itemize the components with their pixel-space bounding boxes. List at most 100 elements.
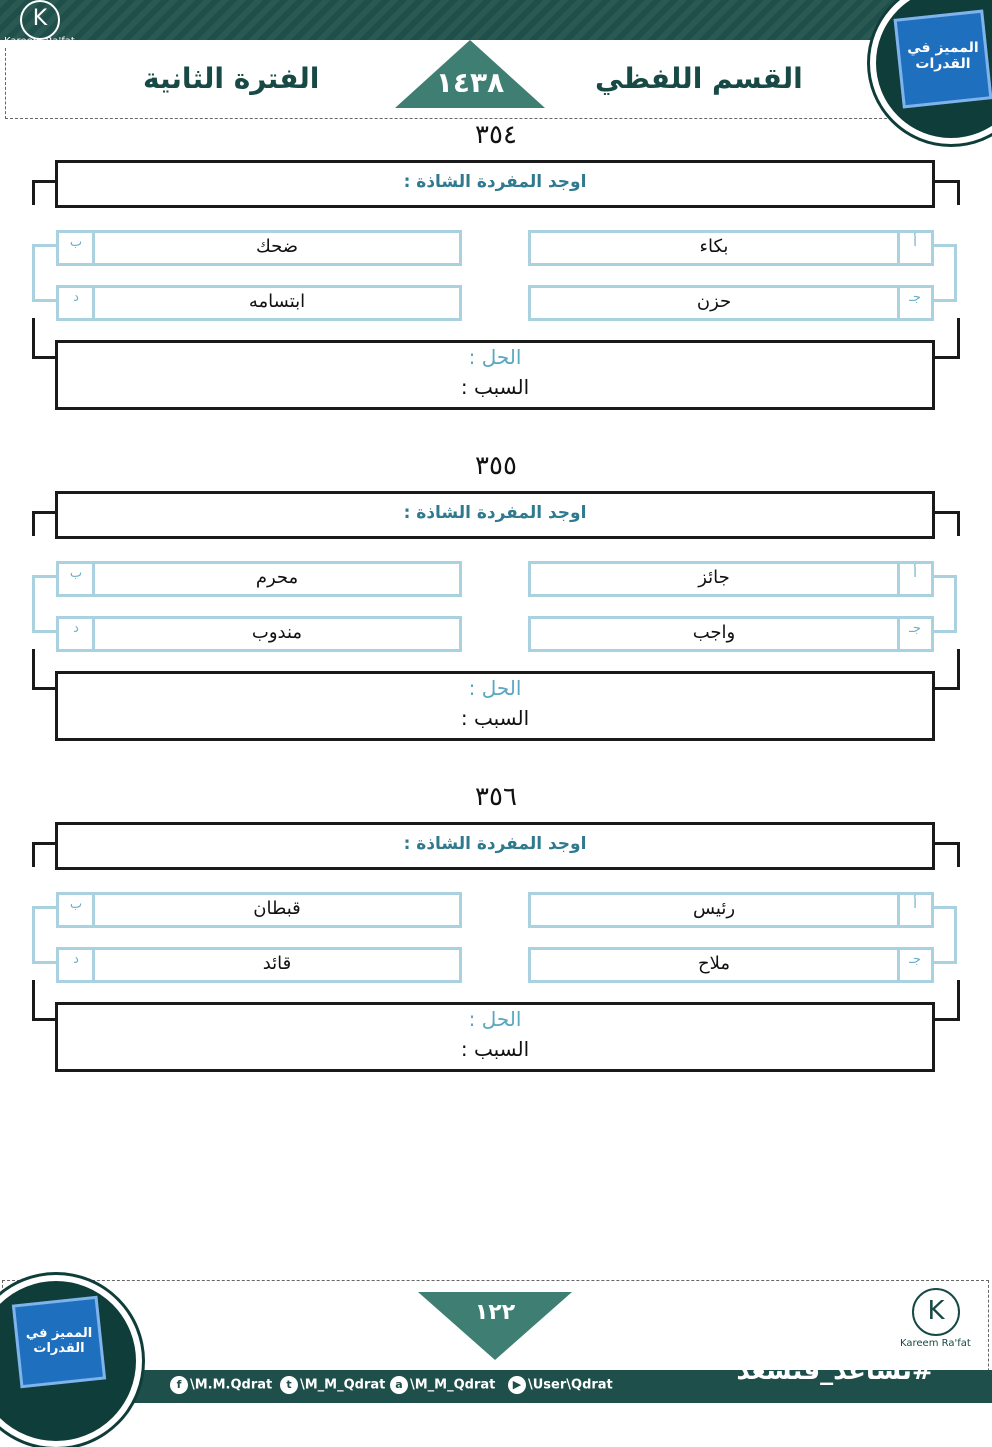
- facebook-link[interactable]: f\M.M.Qdrat: [170, 1376, 272, 1394]
- option-divider: [897, 288, 900, 318]
- option-b-text: قبطان: [253, 898, 301, 919]
- option-b-letter: ب: [69, 566, 83, 581]
- footer-brand-name: Kareem Ra'fat: [900, 1338, 971, 1349]
- question-number: ٣٥٦: [475, 782, 517, 812]
- option-divider: [92, 564, 95, 594]
- question-number: ٣٥٤: [475, 120, 517, 150]
- option-a-text: جائز: [698, 567, 730, 588]
- option-a[interactable]: جائز أ: [528, 561, 934, 597]
- twitter-icon: t: [280, 1376, 298, 1394]
- option-c[interactable]: واجب جـ: [528, 616, 934, 652]
- right-connector: [932, 575, 957, 633]
- hashtag: #نساعد_فنسعد: [736, 1356, 934, 1386]
- option-divider: [897, 564, 900, 594]
- ask-link[interactable]: a\M_M_Qdrat: [390, 1376, 495, 1394]
- right-connector: [932, 906, 957, 964]
- reason-label: السبب :: [460, 1037, 530, 1061]
- option-c-text: حزن: [696, 291, 732, 312]
- brand-name: Kareem Ra'fat: [4, 36, 75, 47]
- option-divider: [897, 233, 900, 263]
- solution-label: الحل :: [468, 676, 522, 700]
- footer-band: [0, 1370, 992, 1403]
- section-title: القسم اللفظي: [595, 62, 803, 95]
- option-divider: [92, 288, 95, 318]
- option-divider: [92, 895, 95, 925]
- year-triangle: [395, 40, 545, 108]
- logo-text: المميز في القدرات: [907, 40, 979, 72]
- option-d-text: مندوب: [251, 622, 303, 643]
- question-prompt: اوجد المفردة الشاذة :: [403, 172, 587, 192]
- option-b-letter: ب: [69, 235, 83, 250]
- footer-logo-text: المميز في القدرات: [25, 1326, 93, 1356]
- option-a-letter: أ: [913, 566, 917, 581]
- footer-brand-k-icon: K: [912, 1288, 960, 1336]
- option-a-letter: أ: [913, 235, 917, 250]
- page-number-triangle: [418, 1292, 572, 1360]
- option-b[interactable]: ب قبطان: [56, 892, 462, 928]
- left-connector: [32, 244, 57, 302]
- option-d-letter: د: [73, 290, 79, 305]
- option-d-text: ابتسامه: [248, 291, 306, 312]
- question-prompt: اوجد المفردة الشاذة :: [403, 834, 587, 854]
- brand-k-icon: K: [20, 0, 60, 40]
- question-number: ٣٥٥: [475, 451, 517, 481]
- option-a[interactable]: بكاء أ: [528, 230, 934, 266]
- option-c-letter: جـ: [909, 290, 921, 305]
- option-d-text: قائد: [262, 953, 292, 974]
- twitter-link[interactable]: t\M_M_Qdrat: [280, 1376, 385, 1394]
- option-d-letter: د: [73, 621, 79, 636]
- option-d[interactable]: د قائد: [56, 947, 462, 983]
- youtube-link[interactable]: ▶\User\Qdrat: [508, 1376, 613, 1394]
- youtube-handle: \User\Qdrat: [528, 1377, 613, 1393]
- reason-label: السبب :: [460, 375, 530, 399]
- header-band: [0, 0, 992, 40]
- option-c-text: ملاح: [697, 953, 730, 974]
- option-divider: [897, 950, 900, 980]
- option-c-letter: جـ: [909, 952, 921, 967]
- right-connector: [932, 244, 957, 302]
- ask-handle: \M_M_Qdrat: [410, 1377, 496, 1393]
- option-divider: [897, 619, 900, 649]
- option-c-text: واجب: [692, 622, 736, 643]
- period-title: الفترة الثانية: [143, 62, 320, 95]
- solution-box: الحل : السبب :: [55, 340, 935, 410]
- left-connector: [32, 906, 57, 964]
- question-prompt-bar: اوجد المفردة الشاذة :: [55, 491, 935, 539]
- solution-box: الحل : السبب :: [55, 671, 935, 741]
- option-b-letter: ب: [69, 897, 83, 912]
- solution-label: الحل :: [468, 1007, 522, 1031]
- option-a-text: بكاء: [699, 236, 729, 257]
- option-c[interactable]: ملاح جـ: [528, 947, 934, 983]
- option-b[interactable]: ب محرم: [56, 561, 462, 597]
- option-divider: [92, 233, 95, 263]
- ask-icon: a: [390, 1376, 408, 1394]
- page-number: ١٢٢: [474, 1300, 516, 1325]
- option-a[interactable]: رئيس أ: [528, 892, 934, 928]
- year-label: ١٤٣٨: [435, 66, 505, 99]
- header-pattern: [0, 0, 992, 40]
- left-connector: [32, 575, 57, 633]
- twitter-handle: \M_M_Qdrat: [300, 1377, 386, 1393]
- question-prompt: اوجد المفردة الشاذة :: [403, 503, 587, 523]
- reason-label: السبب :: [460, 706, 530, 730]
- youtube-icon: ▶: [508, 1376, 526, 1394]
- option-d-letter: د: [73, 952, 79, 967]
- facebook-icon: f: [170, 1376, 188, 1394]
- option-divider: [92, 619, 95, 649]
- option-c-letter: جـ: [909, 621, 921, 636]
- option-b-text: ضحك: [255, 236, 299, 257]
- question-prompt-bar: اوجد المفردة الشاذة :: [55, 822, 935, 870]
- option-b-text: محرم: [255, 567, 299, 588]
- option-a-text: رئيس: [692, 898, 736, 919]
- solution-box: الحل : السبب :: [55, 1002, 935, 1072]
- option-a-letter: أ: [913, 897, 917, 912]
- option-d[interactable]: د مندوب: [56, 616, 462, 652]
- facebook-handle: \M.M.Qdrat: [190, 1377, 273, 1393]
- solution-label: الحل :: [468, 345, 522, 369]
- option-divider: [897, 895, 900, 925]
- option-c[interactable]: حزن جـ: [528, 285, 934, 321]
- question-prompt-bar: اوجد المفردة الشاذة :: [55, 160, 935, 208]
- option-d[interactable]: د ابتسامه: [56, 285, 462, 321]
- option-divider: [92, 950, 95, 980]
- option-b[interactable]: ب ضحك: [56, 230, 462, 266]
